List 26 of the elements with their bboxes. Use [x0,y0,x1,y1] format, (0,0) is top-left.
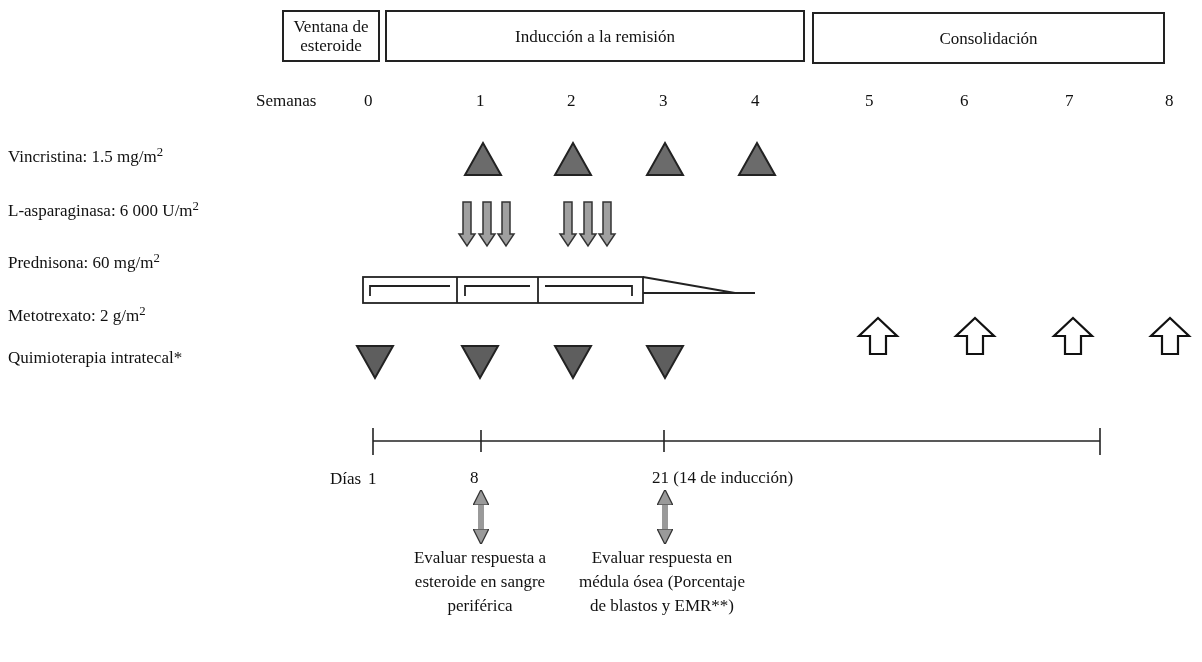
axis-title: Días [330,468,362,490]
drug-label: L-asparaginasa: 6 000 U/m$^{2}$ [8,200,199,222]
axis-label: 7 [1065,90,1074,112]
drug-label: Prednisona: 60 mg/m$^{2}$ [8,252,160,274]
axis-label: Semanas [256,90,317,112]
axis-label: 1 [368,468,377,490]
axis-label: 8 [1165,90,1174,112]
phase-box: Inducción a la remisión [385,10,805,62]
axis-label: 0 [364,90,373,112]
drug-label: Quimioterapia intratecal* [8,347,183,369]
axis-label: 6 [960,90,969,112]
drug-label: Metotrexato: 2 g/m$^{2}$ [8,305,146,327]
axis-label: 5 [865,90,874,112]
evaluation-note: Evaluar respuesta en médula ósea (Porcentaje de blastos y EMR**) [574,546,750,642]
double-arrow [472,488,490,546]
phase-box: Ventana de esteroide [282,10,380,62]
drug-label: Vincristina: 1.5 mg/m$^{2}$ [8,146,164,168]
day-label: 8 [470,466,492,490]
axis-label: 3 [659,90,668,112]
axis-label: 1 [476,90,485,112]
axis-label: 2 [567,90,576,112]
evaluation-note: Evaluar respuesta a esteroide en sangre periférica [396,546,564,618]
double-arrow [656,488,674,546]
day-label: 21 (14 de inducción) [652,466,858,490]
axis-label: 4 [751,90,760,112]
phase-box: Consolidación [812,12,1165,64]
